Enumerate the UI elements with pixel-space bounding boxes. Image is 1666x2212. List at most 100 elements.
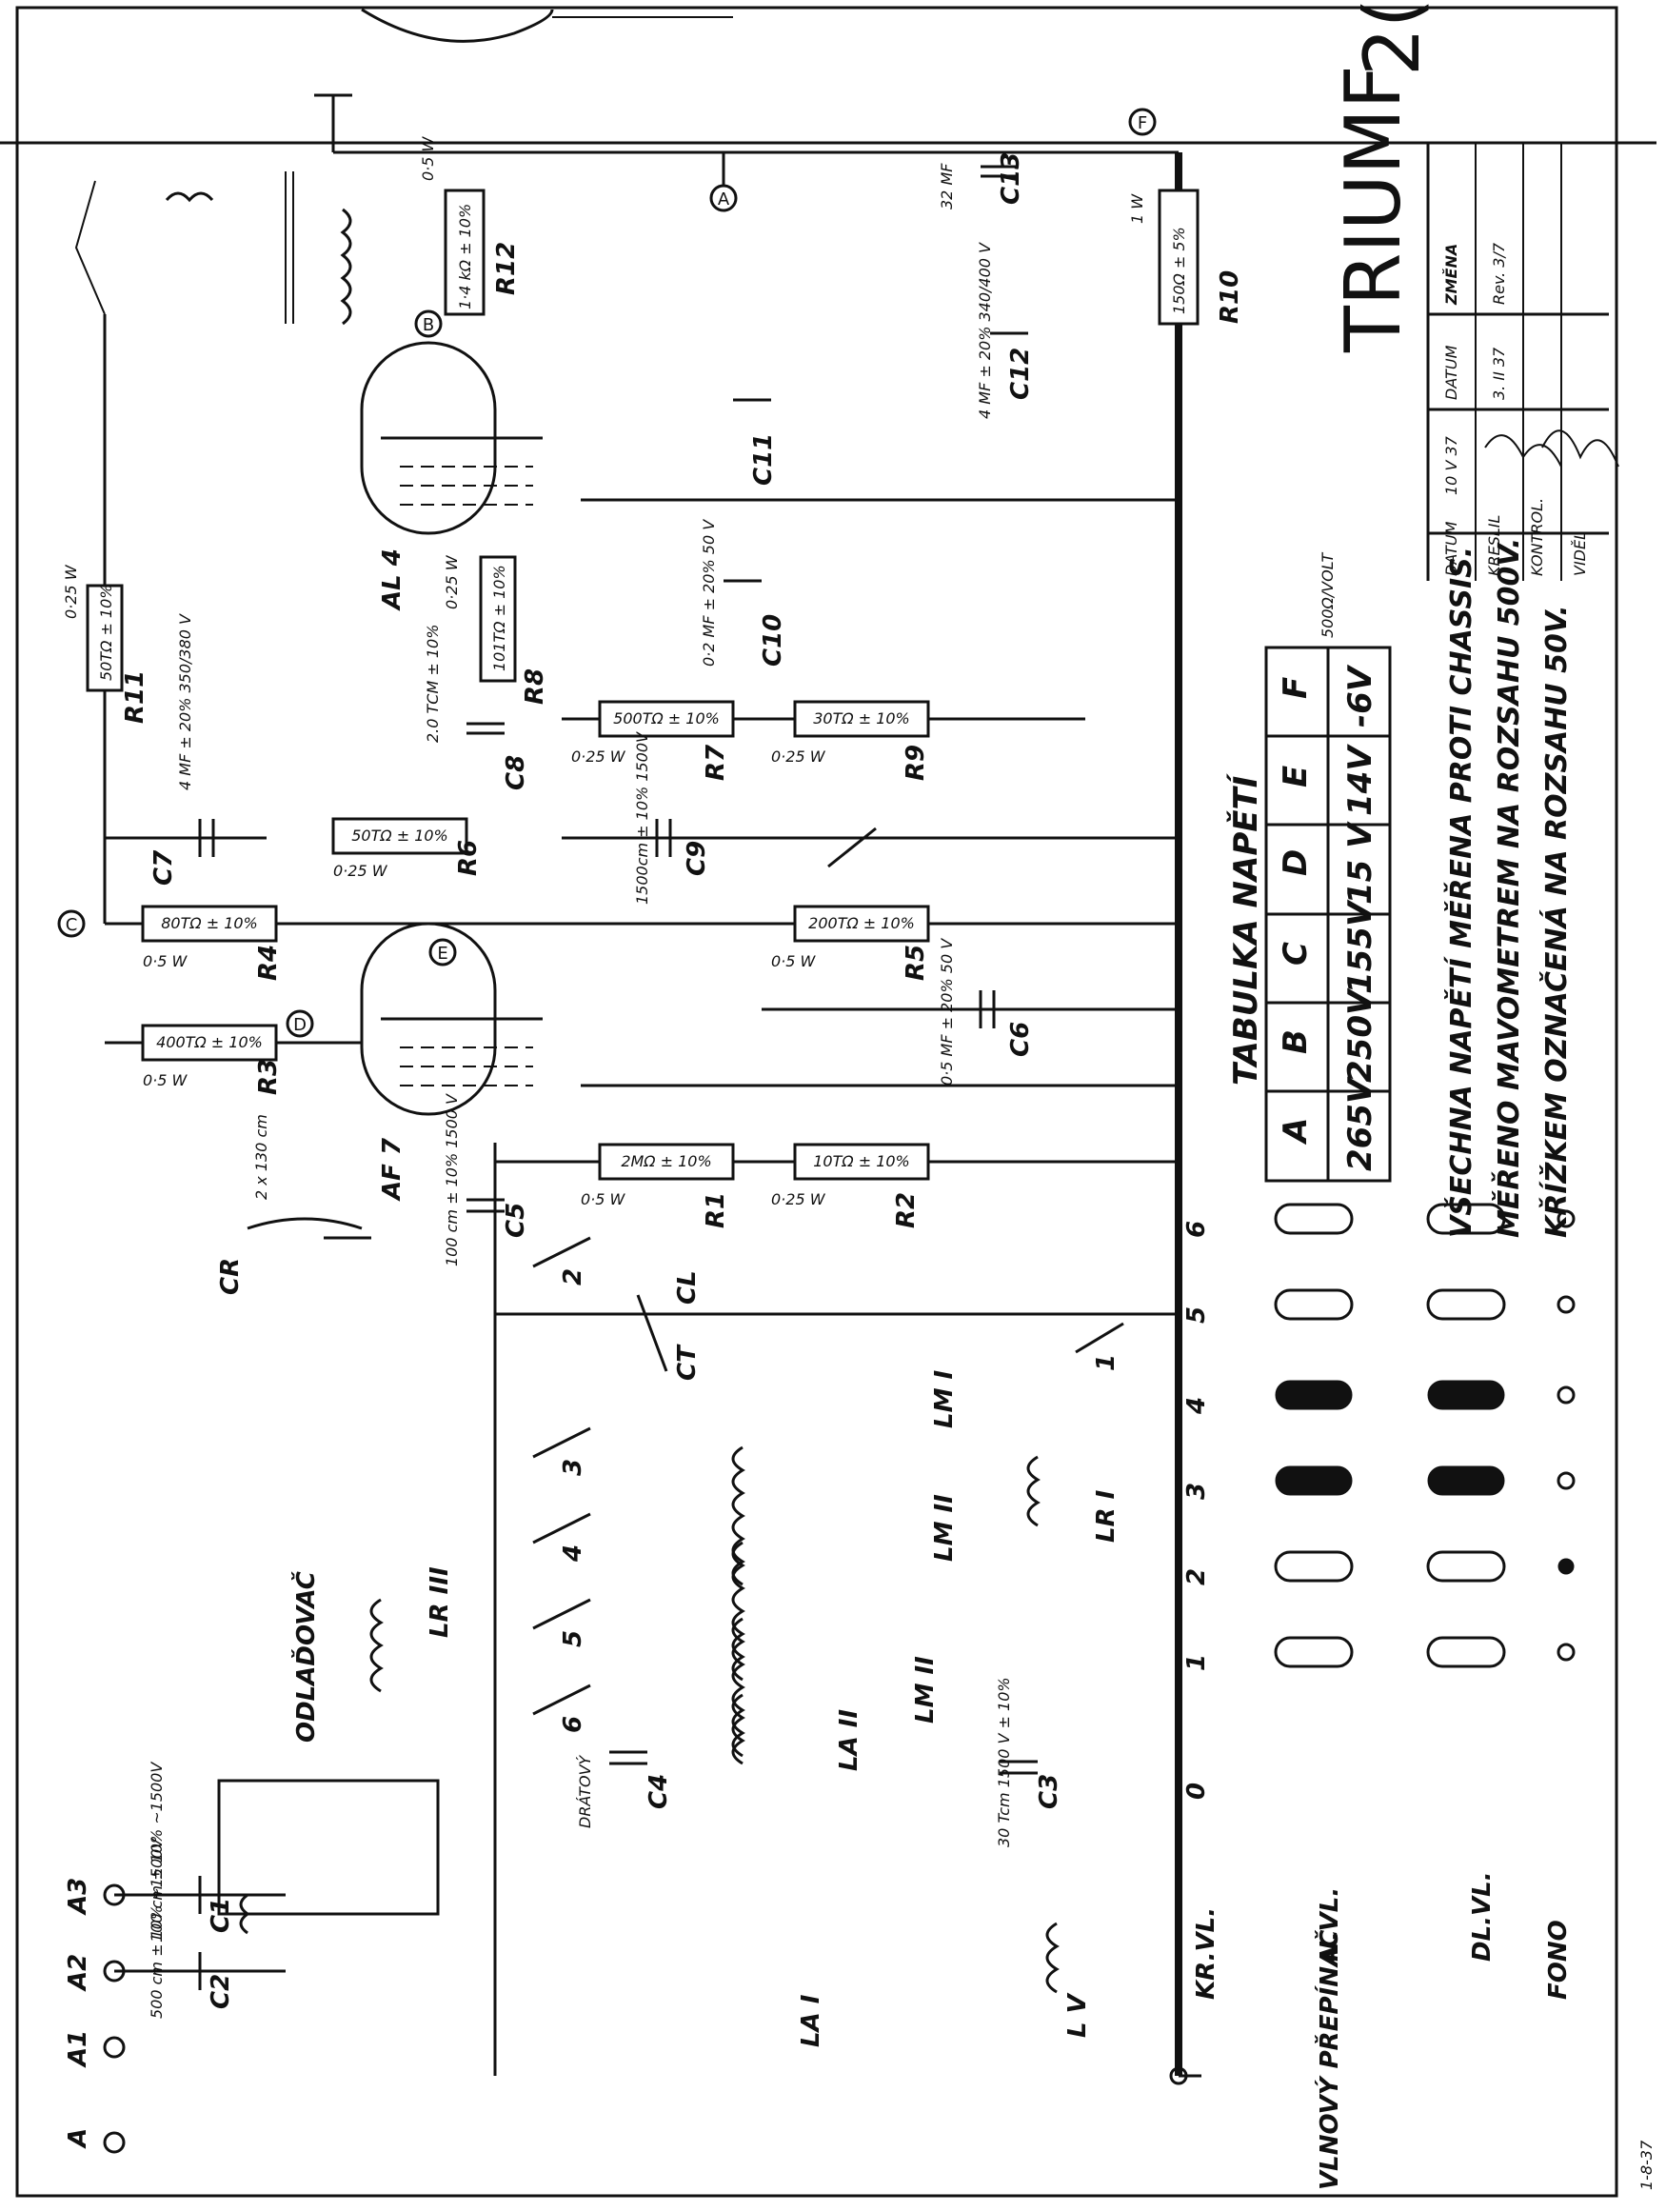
capacitor-cr-arc bbox=[247, 1217, 363, 1230]
resistor-r9 bbox=[793, 700, 930, 738]
c1-value: 100 cm ± 10% ~1500V bbox=[148, 1762, 166, 1943]
r7-watt: 0·25 W bbox=[571, 747, 626, 766]
node-e bbox=[428, 938, 457, 967]
c13-value: 32 MF bbox=[938, 163, 956, 209]
capacitor-cl-ct bbox=[636, 1294, 668, 1372]
svg-text:5: 5 bbox=[1182, 1306, 1211, 1324]
r3-watt: 0·5 W bbox=[143, 1071, 188, 1089]
c12-value: 4 MF ± 20% 340/400 V bbox=[976, 242, 994, 419]
r2-label: R2 bbox=[892, 1192, 921, 1228]
coil-lm1-label: LM I bbox=[930, 1370, 959, 1428]
resistor-r11 bbox=[86, 584, 124, 692]
c4-label: C4 bbox=[645, 1774, 673, 1809]
svg-text:C: C bbox=[1277, 942, 1315, 966]
r12-value: 1·4 kΩ ± 10% bbox=[456, 204, 474, 309]
wave-switch-matrix bbox=[1274, 1203, 1576, 1668]
r5-value: 200TΩ ± 10% bbox=[808, 914, 915, 932]
c11-label: C11 bbox=[749, 433, 778, 486]
capacitor-c13 bbox=[981, 165, 1019, 178]
r10-value: 150Ω ± 5% bbox=[1170, 227, 1188, 314]
r8-watt: 0·25 W bbox=[443, 554, 461, 609]
voltage-table bbox=[1264, 646, 1392, 1183]
switches bbox=[532, 1236, 1124, 1716]
cr-value: 2 x 130 cm bbox=[252, 1114, 270, 1200]
r12-watt: 0·5 W bbox=[419, 135, 437, 181]
r6-watt: 0·25 W bbox=[333, 862, 388, 880]
r5-label: R5 bbox=[902, 945, 930, 981]
coil-lr3-label: LR III bbox=[426, 1566, 454, 1638]
r10-label: R10 bbox=[1216, 270, 1244, 324]
title-date1: 10 V 37 bbox=[1442, 435, 1460, 495]
odladovac-box bbox=[217, 1779, 440, 1916]
svg-text:15 V: 15 V bbox=[1341, 821, 1379, 905]
svg-text:D: D bbox=[1277, 849, 1315, 876]
wave-switch-title: VLNOVÝ PŘEPÍNAČ bbox=[1314, 1929, 1344, 2190]
c4-value: DRÁTOVÝ bbox=[576, 1754, 594, 1828]
wave-switch-positions: 6 5 4 3 2 1 0 bbox=[1182, 1221, 1211, 1800]
switch-1-label: 1 bbox=[1092, 1354, 1121, 1371]
note-1: VŠECHNA NAPĚTÍ MĚŘENA PROTI CHASSIS. bbox=[1443, 547, 1478, 1238]
r11-watt: 0·25 W bbox=[62, 564, 80, 619]
title-row-kreslil: KRESLIL bbox=[1485, 515, 1503, 576]
node-a-label: A bbox=[718, 189, 730, 209]
c8-value: 2.0 TCM ± 10% bbox=[424, 625, 442, 743]
r9-value: 30TΩ ± 10% bbox=[813, 709, 910, 727]
switch-6-label: 6 bbox=[559, 1716, 587, 1733]
node-f-label: F bbox=[1138, 113, 1147, 133]
title-block bbox=[1426, 143, 1609, 581]
antenna-a2: A2 bbox=[64, 1954, 92, 1992]
node-c bbox=[57, 909, 86, 938]
c6-value: 0·5 MF ± 20% 50 V bbox=[938, 938, 956, 1086]
svg-text:265V: 265V bbox=[1341, 1076, 1379, 1171]
r6-value: 50TΩ ± 10% bbox=[351, 827, 448, 845]
c13-label: C13 bbox=[997, 152, 1025, 205]
title-row-kontrol: KONTROL. bbox=[1528, 498, 1546, 576]
note-3: KŘÍŽKEM OZNAČENÁ NA ROZSAHU 50V. bbox=[1538, 605, 1574, 1238]
r8-label: R8 bbox=[521, 668, 549, 705]
r5-watt: 0·5 W bbox=[771, 952, 817, 970]
chassis-terminal bbox=[1169, 2066, 1188, 2085]
resistor-r3 bbox=[141, 1024, 278, 1062]
svg-text:4: 4 bbox=[1182, 1397, 1211, 1415]
cl-label: CL bbox=[673, 1270, 702, 1305]
r11-label: R11 bbox=[121, 670, 149, 724]
switch-2-label: 2 bbox=[559, 1268, 587, 1285]
c5-value: 100 cm ± 10% 1500 V bbox=[443, 1093, 461, 1266]
r2-value: 10TΩ ± 10% bbox=[813, 1152, 910, 1170]
speaker-symbol bbox=[74, 180, 106, 315]
c9-value: 1500cm ± 10% 1500V bbox=[633, 731, 651, 905]
c12-label: C12 bbox=[1006, 348, 1035, 400]
c8-label: C8 bbox=[502, 755, 530, 790]
voltage-table-values: 265V 250V 155V 15 V 14V -6V bbox=[1341, 664, 1379, 1171]
svg-text:1: 1 bbox=[1182, 1654, 1211, 1671]
node-b bbox=[414, 309, 443, 338]
switch-4-label: 4 bbox=[559, 1544, 587, 1563]
coil-lr1-label: LR I bbox=[1092, 1489, 1121, 1543]
c9-label: C9 bbox=[683, 841, 711, 876]
r9-label: R9 bbox=[902, 745, 930, 781]
odladovac-label: ODLAĎOVAČ bbox=[290, 1570, 321, 1743]
cr-label: CR bbox=[216, 1258, 245, 1295]
coil-l5-label: L V bbox=[1063, 1992, 1092, 2038]
c7-label: C7 bbox=[149, 849, 178, 886]
node-d-label: D bbox=[293, 1015, 307, 1035]
title-datum-header: DATUM bbox=[1442, 345, 1460, 400]
signature-kreslil bbox=[1484, 434, 1562, 468]
svg-text:-6V: -6V bbox=[1341, 664, 1379, 727]
wave-fono: FONO bbox=[1544, 1920, 1573, 2000]
wave-kr-vl: KR.VL. bbox=[1192, 1907, 1220, 2000]
r12-label: R12 bbox=[492, 242, 521, 295]
svg-text:0: 0 bbox=[1182, 1783, 1211, 1800]
voltage-table-title: TABULKA NAPĚTÍ bbox=[1226, 772, 1265, 1086]
resistor-r8 bbox=[479, 555, 517, 683]
tube-af7 bbox=[360, 922, 543, 1116]
output-transformer bbox=[165, 93, 352, 326]
title-rev: Rev. 3/7 bbox=[1490, 242, 1508, 305]
wave-n-vl: N.VL. bbox=[1316, 1887, 1344, 1962]
ct-label: CT bbox=[673, 1344, 702, 1381]
title-date2: 3. II 37 bbox=[1490, 347, 1508, 400]
r4-watt: 0·5 W bbox=[143, 952, 188, 970]
c5-label: C5 bbox=[502, 1203, 530, 1238]
node-c-label: C bbox=[66, 915, 78, 935]
